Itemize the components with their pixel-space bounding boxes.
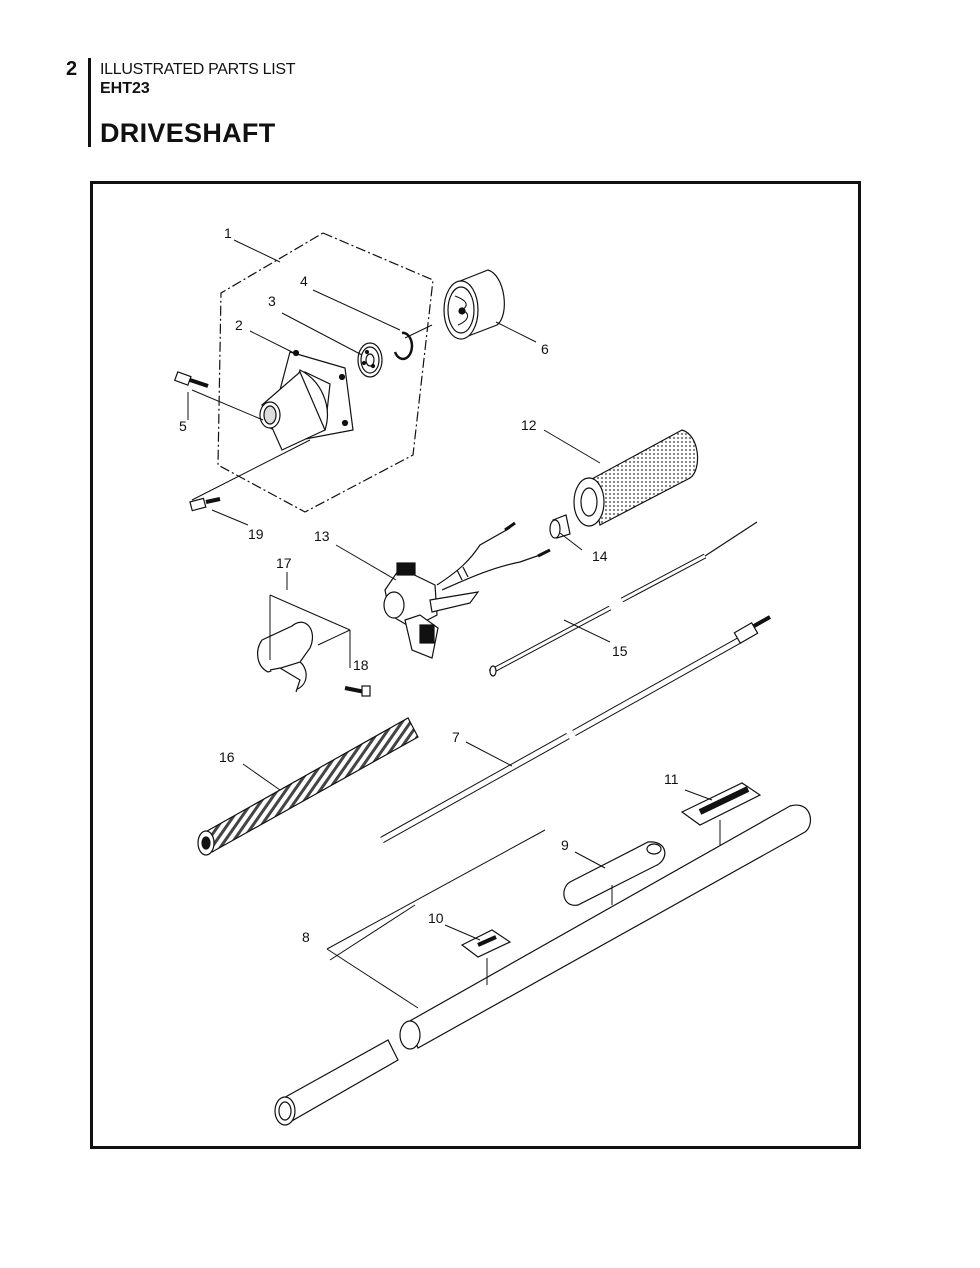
callout-18: 18 <box>353 657 369 673</box>
callout-8: 8 <box>302 929 310 945</box>
decal-label-part-9 <box>563 841 666 906</box>
callout-5: 5 <box>179 418 187 434</box>
page-title: DRIVESHAFT <box>100 118 276 148</box>
gearbox-group-outline <box>217 232 434 513</box>
retaining-ring-part <box>393 331 414 361</box>
throttle-trigger-part <box>383 521 551 659</box>
callout-15: 15 <box>612 643 628 659</box>
diagram-frame <box>90 181 861 1149</box>
callout-13: 13 <box>314 528 330 544</box>
callout-2: 2 <box>235 317 243 333</box>
screw-part-5 <box>173 371 209 388</box>
bearing-part <box>357 342 383 378</box>
model-number: EHT23 <box>100 80 150 97</box>
callout-numbers: 1 2 3 4 5 6 7 8 9 10 11 12 13 14 15 16 1… <box>179 225 679 945</box>
callout-19: 19 <box>248 526 264 542</box>
callout-10: 10 <box>428 910 444 926</box>
handle-grip-part <box>573 429 699 527</box>
callout-7: 7 <box>452 729 460 745</box>
callout-14: 14 <box>592 548 608 564</box>
shaft-tube-part <box>274 804 812 1126</box>
clutch-drum-part <box>443 269 505 340</box>
flex-conduit-part <box>197 717 419 856</box>
spacer-part <box>549 514 571 539</box>
callout-6: 6 <box>541 341 549 357</box>
page-number: 2 <box>66 58 78 80</box>
section-title: ILLUSTRATED PARTS LIST <box>100 61 296 78</box>
leader-lines <box>187 239 721 1009</box>
callout-4: 4 <box>300 273 308 289</box>
callout-1: 1 <box>224 225 232 241</box>
callout-17: 17 <box>276 555 292 571</box>
callout-9: 9 <box>561 837 569 853</box>
throttle-cable-part <box>488 521 758 677</box>
callout-12: 12 <box>521 417 537 433</box>
drive-shaft-part <box>380 615 771 844</box>
callout-11: 11 <box>664 771 679 787</box>
screw-part-19 <box>189 497 221 512</box>
callout-3: 3 <box>268 293 276 309</box>
gearbox-housing-part <box>259 349 354 451</box>
callout-16: 16 <box>219 749 235 765</box>
header-rule <box>88 58 91 147</box>
